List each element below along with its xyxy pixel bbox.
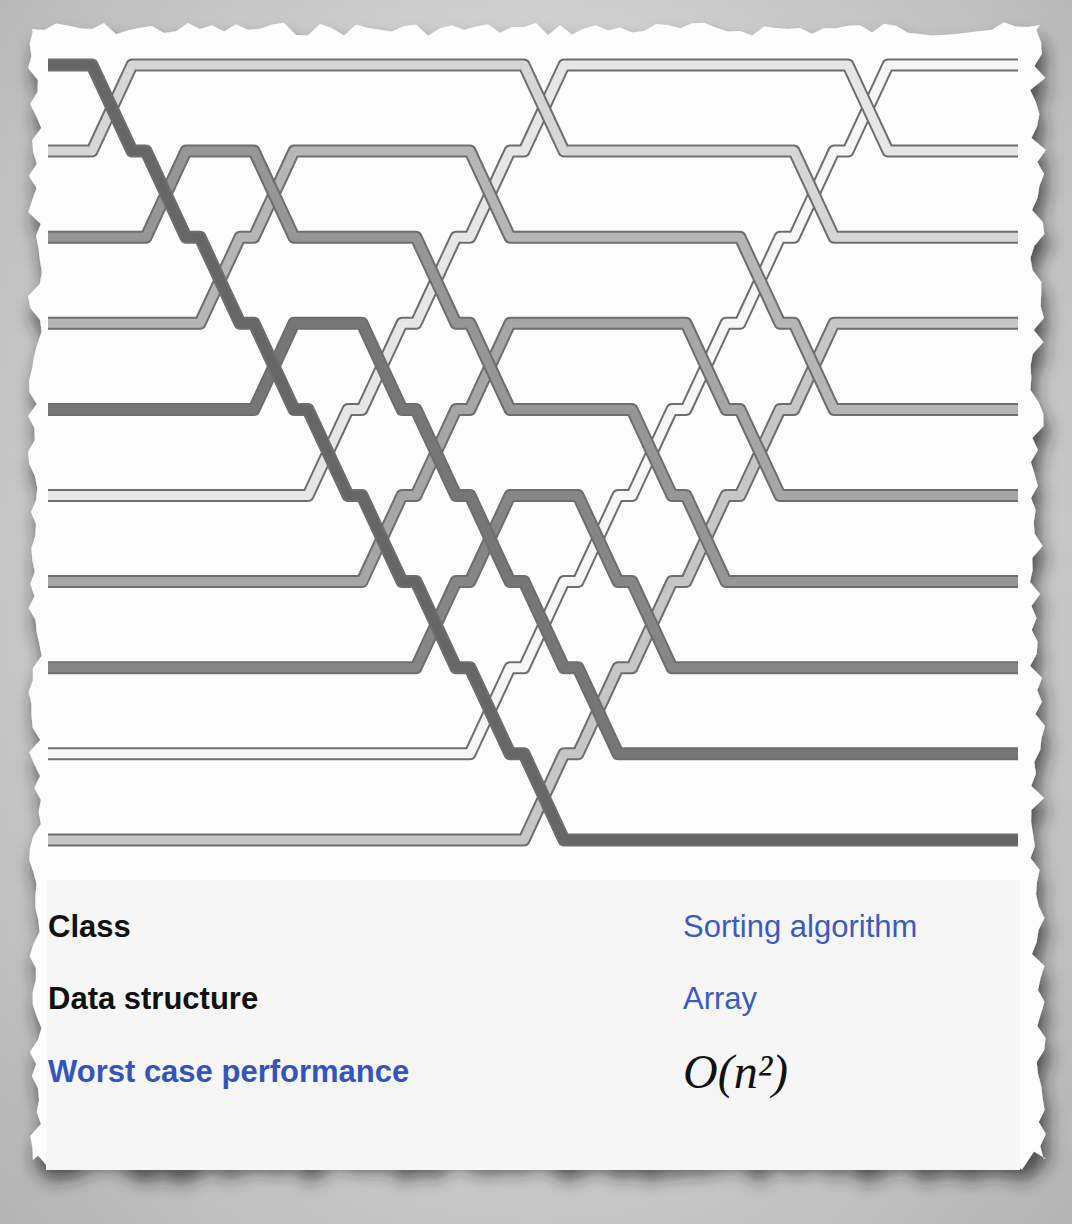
sorting-network (48, 65, 1018, 840)
torn-paper (28, 22, 1046, 1170)
strand (48, 65, 1018, 840)
strand (48, 151, 1018, 581)
strand (48, 496, 1018, 668)
complexity-formula: O(n²) (683, 1043, 788, 1101)
strand (48, 323, 1018, 754)
strand-outline (48, 65, 1018, 496)
strand (48, 65, 1018, 754)
strand-outline (48, 65, 1018, 754)
strand (48, 323, 1018, 581)
row-heading-link: Worst case performance (48, 1053, 409, 1090)
row-value-link: Array (683, 980, 757, 1017)
strand-outline (48, 151, 1018, 581)
strand-outline (48, 323, 1018, 754)
strand-outline (48, 65, 1018, 840)
infobox-table (46, 880, 1020, 1170)
strand-outline (48, 151, 1018, 409)
row-heading: Class (48, 908, 131, 945)
strand-outline (48, 496, 1018, 668)
strand (48, 151, 1018, 409)
row-heading: Data structure (48, 980, 258, 1017)
strand (48, 65, 1018, 496)
row-value-link: Sorting algorithm (683, 908, 917, 945)
strand-outline (48, 323, 1018, 581)
